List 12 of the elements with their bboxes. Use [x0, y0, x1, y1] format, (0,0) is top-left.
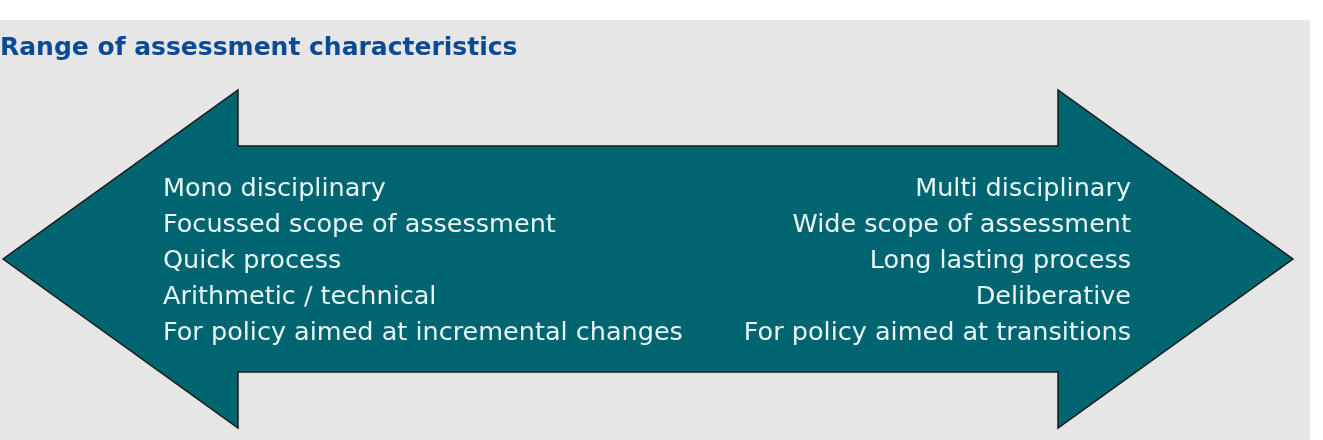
- characteristic-text: For policy aimed at incremental changes: [163, 315, 683, 348]
- characteristic-text: Wide scope of assessment: [792, 207, 1131, 240]
- characteristic-text: Deliberative: [975, 279, 1131, 312]
- double-headed-arrow-shape: [3, 90, 1293, 428]
- characteristic-text: For policy aimed at transitions: [743, 315, 1131, 348]
- characteristic-text: Long lasting process: [869, 243, 1131, 276]
- diagram-title: Range of assessment characteristics: [0, 32, 518, 62]
- characteristic-text: Mono disciplinary: [163, 171, 386, 204]
- characteristic-text: Focussed scope of assessment: [163, 207, 556, 240]
- characteristic-text: Multi disciplinary: [915, 171, 1131, 204]
- characteristic-text: Quick process: [163, 243, 342, 276]
- characteristic-text: Arithmetic / technical: [163, 279, 437, 312]
